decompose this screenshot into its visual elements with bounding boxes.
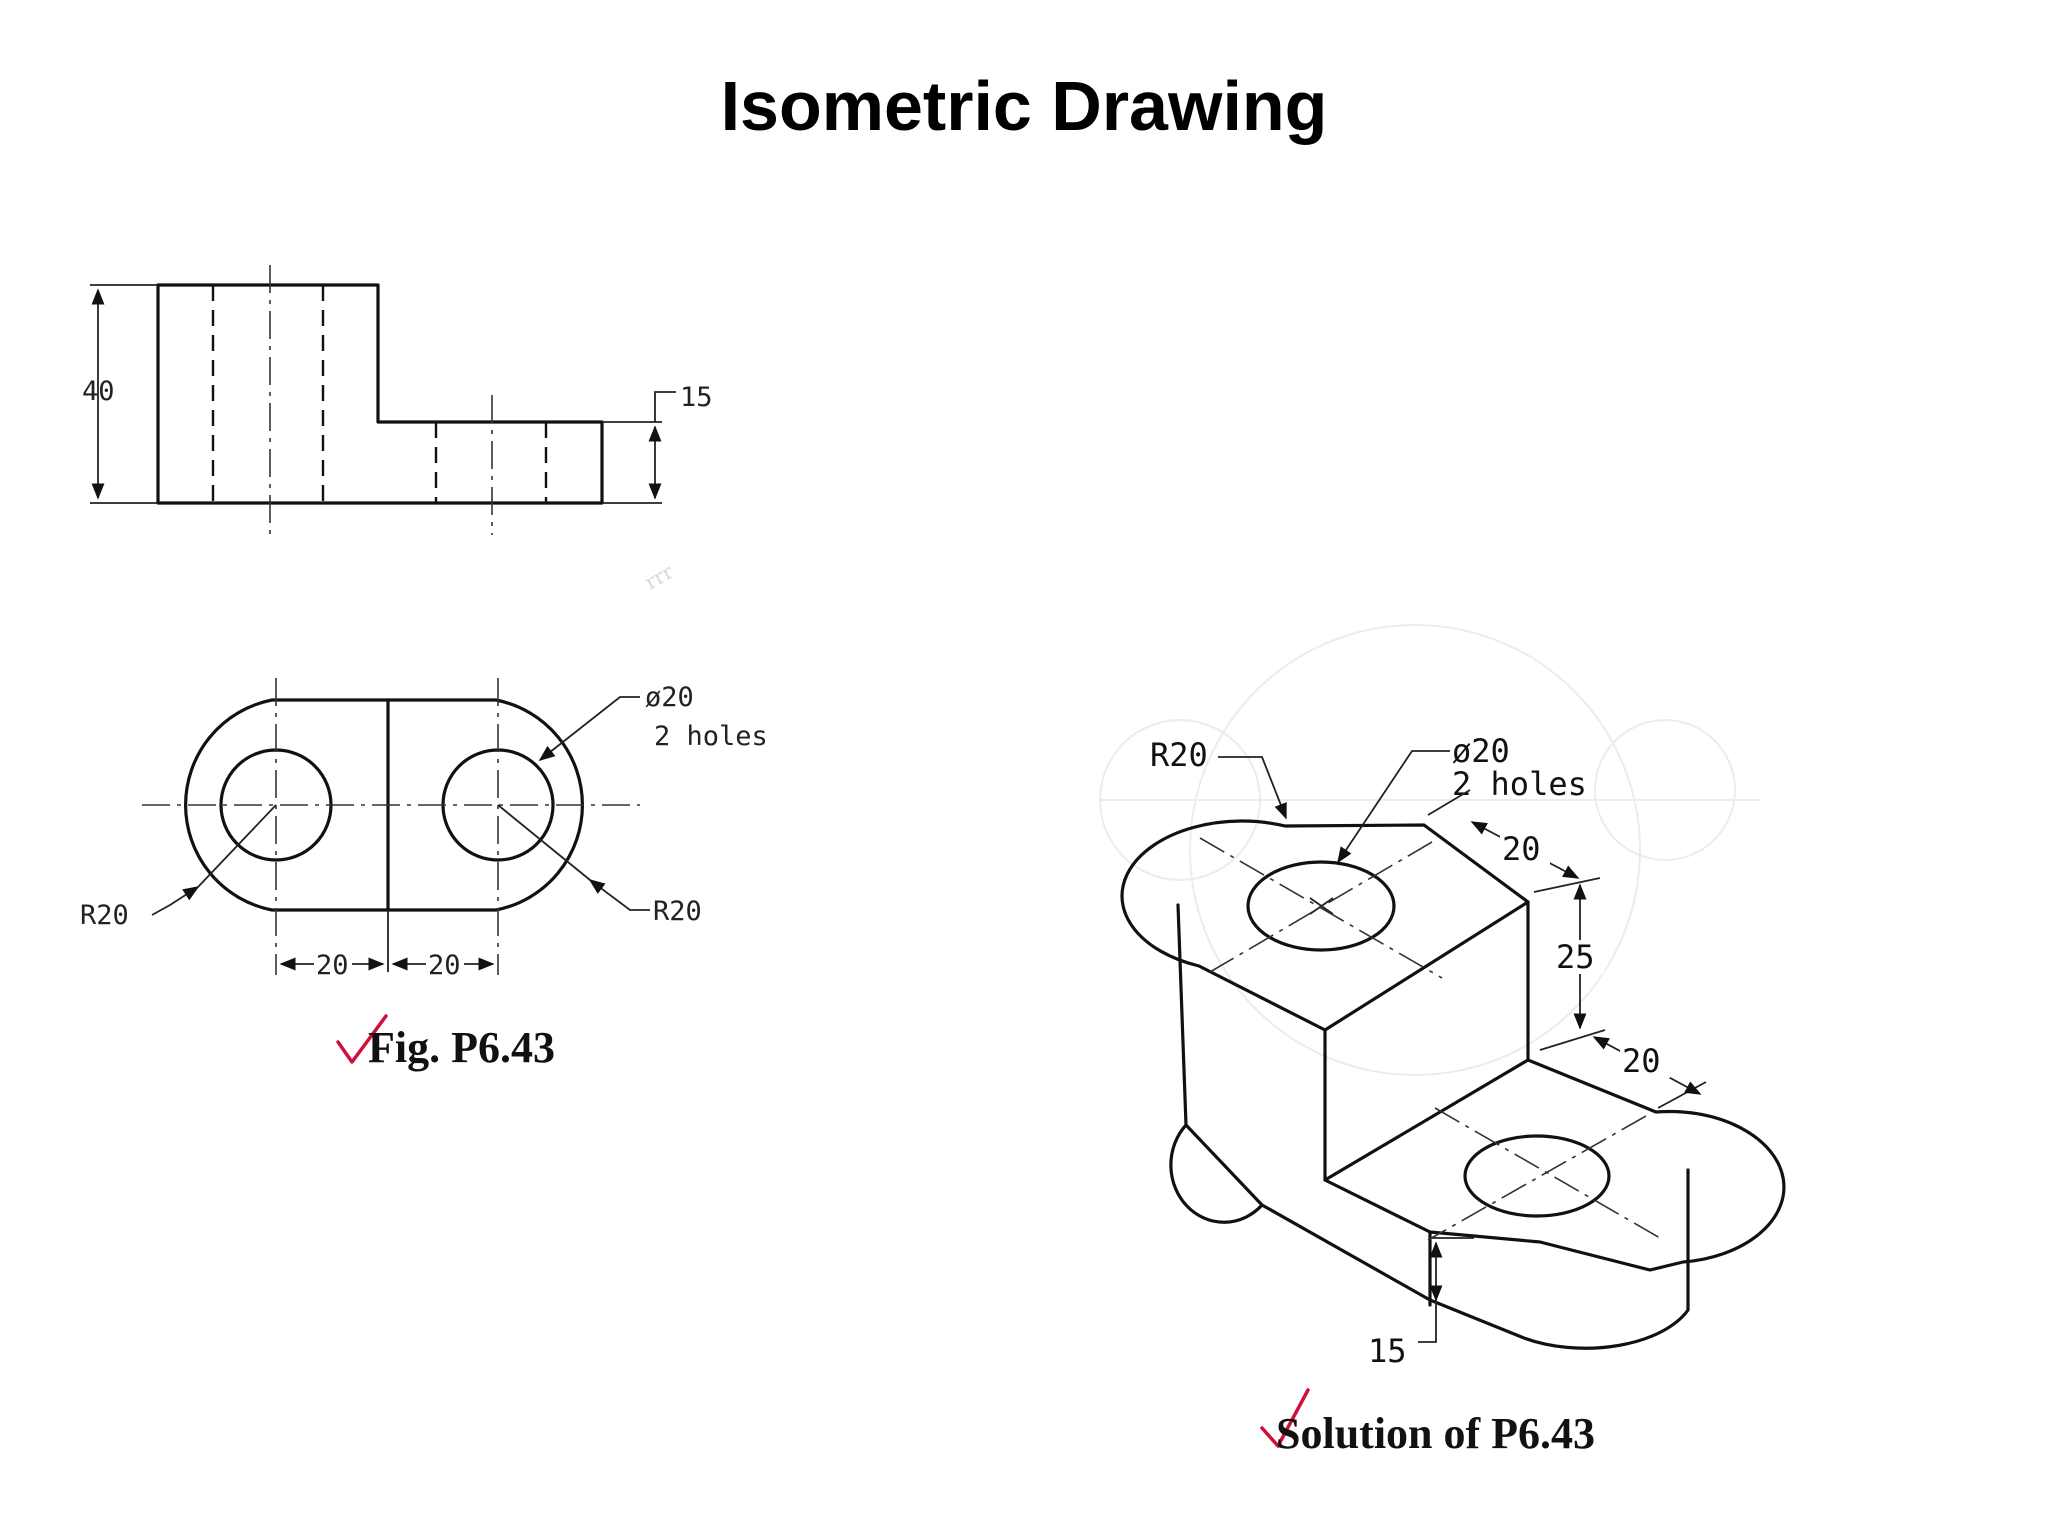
iso-dim-height: 25	[1556, 938, 1595, 976]
figure-caption: Fig. P6.43	[336, 1014, 555, 1072]
lower-base-outline	[1184, 1123, 1690, 1350]
iso-hole-lower	[1463, 1134, 1611, 1218]
iso-hole-upper	[1246, 860, 1396, 952]
page-title: Isometric Drawing	[720, 67, 1328, 145]
radius-leader	[588, 879, 650, 911]
label-mask	[1620, 1046, 1670, 1078]
radius-line	[197, 804, 277, 888]
lower-top-face	[1323, 1058, 1786, 1272]
upper-top-face	[1120, 819, 1530, 1032]
radius-leader	[1218, 756, 1287, 820]
spacing-label-right: 20	[428, 950, 461, 981]
faint-mark: rrr	[641, 559, 678, 594]
iso-hole-note-diameter: ø20	[1452, 732, 1510, 770]
center-line	[1434, 1107, 1661, 1239]
isometric-view: R20 ø20 2 holes 20 25 20 15	[1099, 624, 1786, 1370]
construction-circle	[1594, 719, 1736, 861]
front-view-outline	[156, 283, 604, 505]
hole-leader	[538, 696, 640, 762]
label-mask	[426, 950, 464, 976]
upper-cylinder-side	[1169, 903, 1264, 1224]
label-mask	[314, 950, 352, 976]
hole-note-diameter: ø20	[645, 682, 694, 713]
extension-line	[1533, 877, 1601, 893]
center-line	[1199, 837, 1443, 979]
front-view: 40 15 rrr	[82, 265, 713, 594]
extension-line	[1539, 1029, 1606, 1051]
leader-line	[1418, 1300, 1437, 1343]
center-line	[1427, 1115, 1647, 1241]
check-mark-icon	[1260, 1388, 1310, 1448]
iso-radius-label: R20	[1150, 736, 1208, 774]
top-view: ø20 2 holes R20 R20 20 20	[80, 678, 768, 981]
center-line	[1209, 841, 1433, 973]
iso-dim-lower-width: 20	[1622, 1042, 1661, 1080]
radius-label-right: R20	[653, 896, 702, 927]
leader-line	[654, 391, 676, 422]
iso-dim-base: 15	[1368, 1332, 1407, 1370]
check-mark-icon	[336, 1014, 388, 1064]
radius-label-left: R20	[80, 900, 129, 931]
construction-circle	[1189, 624, 1641, 1076]
solution-caption-text: Solution of P6.43	[1276, 1409, 1595, 1458]
radius-line	[497, 804, 591, 881]
extension-line	[1427, 789, 1471, 816]
label-mask	[1556, 940, 1604, 974]
iso-hole-note-count: 2 holes	[1452, 765, 1587, 803]
solution-caption: Solution of P6.43	[1260, 1388, 1595, 1458]
top-view-outline	[184, 698, 584, 912]
radius-leader	[151, 886, 200, 916]
iso-dim-top-width: 20	[1502, 830, 1541, 868]
hole-note-count: 2 holes	[654, 721, 768, 752]
dimension-label-40: 40	[82, 376, 115, 407]
dimension-label-15: 15	[680, 382, 713, 413]
extension-line	[1657, 1081, 1707, 1109]
figure-caption-text: Fig. P6.43	[368, 1023, 555, 1072]
hole-leader	[1337, 750, 1450, 864]
spacing-label-left: 20	[316, 950, 349, 981]
label-mask	[1500, 834, 1550, 864]
